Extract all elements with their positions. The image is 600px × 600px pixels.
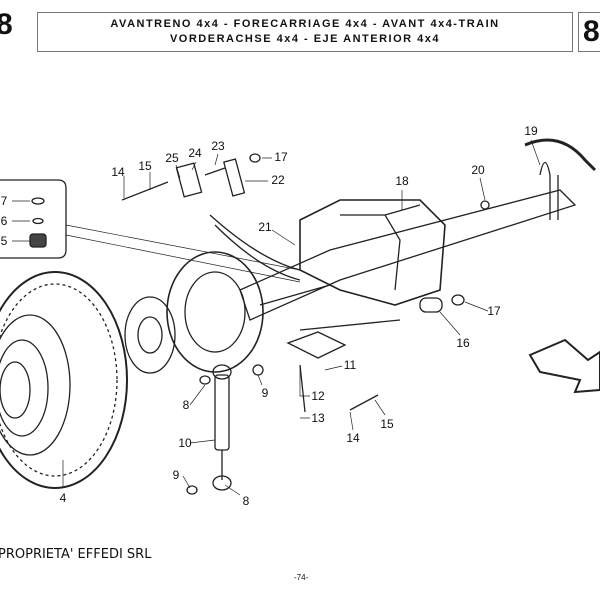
callout-label: 15: [138, 159, 152, 173]
direction-arrow: [528, 338, 600, 394]
title-line-1: AVANTRENO 4x4 - FORECARRIAGE 4x4 - AVANT…: [110, 18, 500, 30]
inset-box: [0, 179, 67, 259]
page-number-right: 8: [578, 12, 600, 52]
spring-leaf: [209, 214, 301, 281]
callout-label: 16: [456, 336, 470, 350]
callout-label: 9: [261, 386, 269, 400]
callout-label: 25: [165, 151, 179, 165]
callout-label: 8: [182, 398, 190, 412]
callout-label: 24: [188, 146, 202, 160]
page-number-left: 8: [0, 8, 13, 41]
title-box: AVANTRENO 4x4 - FORECARRIAGE 4x4 - AVANT…: [37, 12, 573, 52]
callout-label: 20: [471, 163, 485, 177]
callout-label: 9: [172, 468, 180, 482]
differential-housing: [299, 199, 446, 306]
axle-beam: [239, 189, 577, 331]
callout-label: 7: [0, 194, 8, 208]
callout-label: 11: [343, 358, 357, 372]
callout-label: 14: [346, 431, 360, 445]
callout-label: 19: [524, 124, 538, 138]
callout-label: 6: [0, 214, 8, 228]
callout-label: 22: [271, 173, 285, 187]
shock-absorber: [212, 364, 232, 491]
tire-wheel: [0, 271, 128, 489]
callout-label: 8: [242, 494, 250, 508]
small-parts: [121, 153, 490, 495]
leader-lines: [12, 139, 541, 496]
callout-label: 5: [0, 234, 8, 248]
title-line-2: VORDERACHSE 4x4 - EJE ANTERIOR 4x4: [169, 33, 441, 45]
u-bolt: [539, 161, 559, 220]
hub-and-disc: [124, 251, 264, 374]
callout-label: 10: [178, 436, 192, 450]
callout-label: 21: [258, 220, 272, 234]
spring-bracket: [524, 138, 597, 172]
bracket-plate: [286, 331, 347, 359]
callout-label: 17: [487, 304, 501, 318]
callout-label: 18: [395, 174, 409, 188]
callout-label: 17: [274, 150, 288, 164]
owner-notice: PROPRIETA' EFFEDI SRL: [0, 547, 152, 562]
inset-parts: [29, 197, 47, 248]
callout-label: 4: [59, 491, 67, 505]
page-footer-number: -74-: [294, 573, 309, 582]
callout-label: 12: [311, 389, 325, 403]
callout-label: 14: [111, 165, 125, 179]
callout-label: 23: [211, 139, 225, 153]
callout-label: 13: [311, 411, 325, 425]
callout-label: 15: [380, 417, 394, 431]
